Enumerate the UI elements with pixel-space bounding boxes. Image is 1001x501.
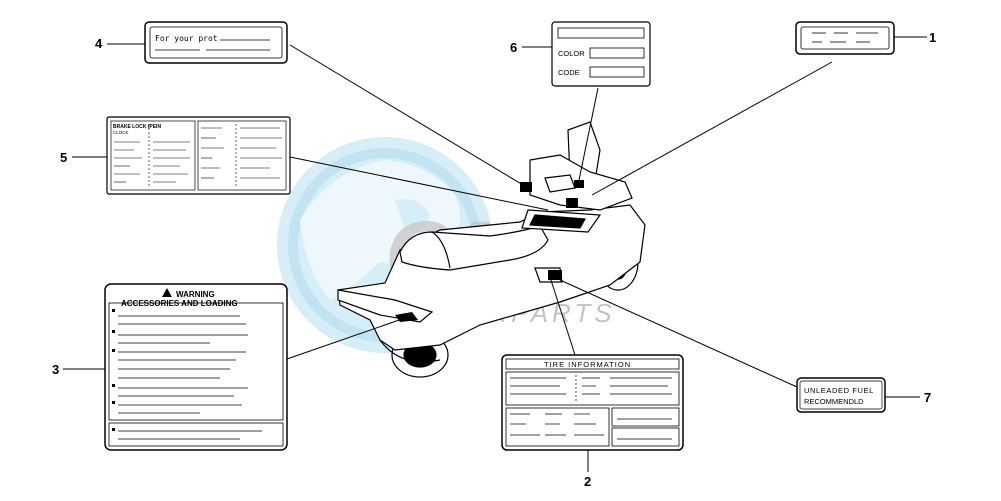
color-label: COLOR: [558, 49, 585, 58]
warning-subtitle: ACCESSORIES AND LOADING: [121, 299, 238, 308]
brake-lock-title: BRAKE LOCK (PEIN: [113, 124, 161, 130]
leader-lines: [63, 36, 927, 472]
warning-title: WARNING: [176, 290, 215, 299]
callout-7: 7: [924, 390, 931, 405]
callout-4: 4: [95, 36, 103, 51]
label-3-decal: WARNING ACCESSORIES AND LOADING: [104, 283, 288, 451]
warning-triangle-icon: [162, 288, 172, 297]
callout-3: 3: [52, 362, 59, 377]
code-label: CODE: [558, 68, 580, 77]
fuel-label-line1: UNLEADED FUEL: [804, 386, 874, 395]
callout-1: 1: [929, 30, 936, 45]
brake-lock-subtitle: CLOCK: [113, 130, 129, 135]
callout-6: 6: [510, 40, 517, 55]
label-1-decal: [795, 21, 895, 55]
label-5-decal: BRAKE LOCK (PEIN CLOCK: [106, 116, 291, 195]
tire-info-title: TIRE INFORMATION: [544, 360, 631, 369]
callout-5: 5: [60, 150, 67, 165]
scooter-illustration: [337, 121, 646, 378]
fuel-label-line2: RECOMMENDLD: [804, 397, 864, 406]
label-7-decal: UNLEADED FUEL RECOMMENDLD: [796, 377, 886, 413]
callout-2: 2: [584, 474, 591, 489]
label-4-decal: For your prot: [144, 21, 288, 64]
protection-label-text: For your prot: [155, 34, 218, 43]
label-2-decal: TIRE INFORMATION: [501, 354, 684, 451]
label-6-decal: COLOR CODE: [551, 21, 651, 87]
